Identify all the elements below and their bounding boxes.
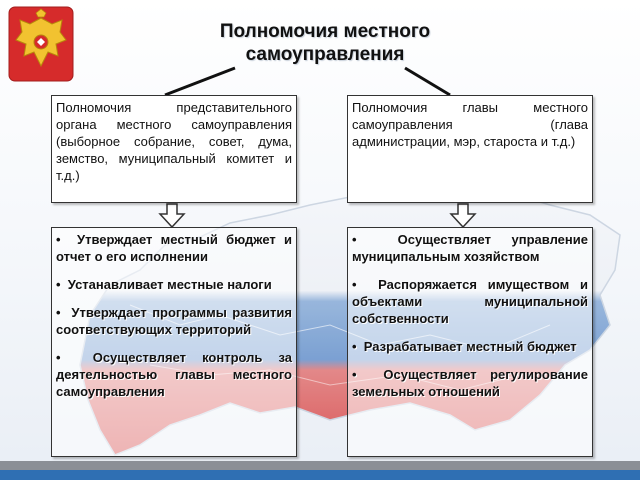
list-item: • Осуществляет контроль за деятельностью… — [56, 349, 292, 400]
representative-body-box: Полномочия представительного органа мест… — [51, 95, 297, 203]
power-text: Устанавливает местные налоги — [67, 277, 272, 292]
down-arrow-left-icon — [158, 203, 186, 229]
bullet-icon: • — [352, 367, 357, 382]
russian-coat-of-arms-icon — [8, 6, 74, 82]
list-item: • Осуществляет регулирование земельных о… — [352, 366, 588, 400]
head-powers-list: • Осуществляет управление муниципальным … — [347, 227, 593, 457]
power-text: Разрабатывает местный бюджет — [363, 339, 577, 354]
bullet-icon: • — [352, 232, 357, 247]
bullet-icon: • — [352, 277, 357, 292]
list-item: • Устанавливает местные налоги — [56, 276, 292, 293]
power-text: Распоряжается имуществом и объектами мун… — [352, 277, 588, 326]
bullet-icon: • — [56, 305, 61, 320]
connector-right-line — [404, 66, 451, 97]
representative-body-heading: Полномочия представительного органа мест… — [56, 100, 292, 183]
bullet-icon: • — [56, 350, 61, 365]
bullet-icon: • — [56, 232, 61, 247]
bullet-icon: • — [56, 277, 61, 292]
connector-left-line — [164, 66, 236, 97]
power-text: Утверждает местный бюджет и отчет о его … — [56, 232, 292, 264]
footer-stripe-blue — [0, 470, 640, 480]
down-arrow-right-icon — [449, 203, 477, 229]
list-item: • Разрабатывает местный бюджет — [352, 338, 588, 355]
power-text: Утверждает программы развития соответств… — [56, 305, 292, 337]
bullet-icon: • — [352, 339, 357, 354]
footer-stripe-gray — [0, 461, 640, 470]
list-item: • Осуществляет управление муниципальным … — [352, 231, 588, 265]
head-of-local-government-box: Полномочия главы местного самоуправления… — [347, 95, 593, 203]
representative-powers-list: • Утверждает местный бюджет и отчет о ег… — [51, 227, 297, 457]
list-item: • Распоряжается имуществом и объектами м… — [352, 276, 588, 327]
head-heading: Полномочия главы местного самоуправления… — [352, 100, 588, 149]
power-text: Осуществляет регулирование земельных отн… — [352, 367, 588, 399]
power-text: Осуществляет управление муниципальным хо… — [352, 232, 588, 264]
power-text: Осуществляет контроль за деятельностью г… — [56, 350, 292, 399]
list-item: • Утверждает местный бюджет и отчет о ег… — [56, 231, 292, 265]
page-title: Полномочия местного самоуправления — [219, 21, 431, 65]
list-item: • Утверждает программы развития соответс… — [56, 304, 292, 338]
